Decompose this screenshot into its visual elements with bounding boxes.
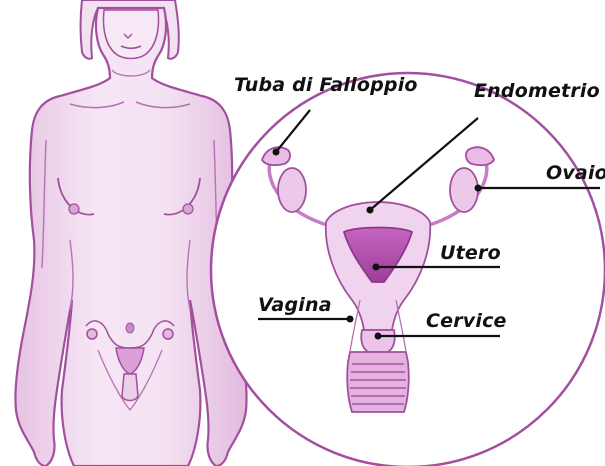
- label-vagina: Vagina: [258, 296, 332, 315]
- label-cervix: Cervice: [426, 312, 507, 331]
- ovary-left: [278, 168, 306, 212]
- label-ovary: Ovaio: [546, 164, 605, 183]
- label-endometrium: Endometrio: [474, 82, 600, 101]
- ovary-right: [450, 168, 478, 212]
- label-uterus: Utero: [440, 244, 501, 263]
- label-fallopian-tube: Tuba di Falloppio: [234, 76, 418, 95]
- female-figure: [15, 0, 246, 466]
- vagina: [347, 352, 409, 412]
